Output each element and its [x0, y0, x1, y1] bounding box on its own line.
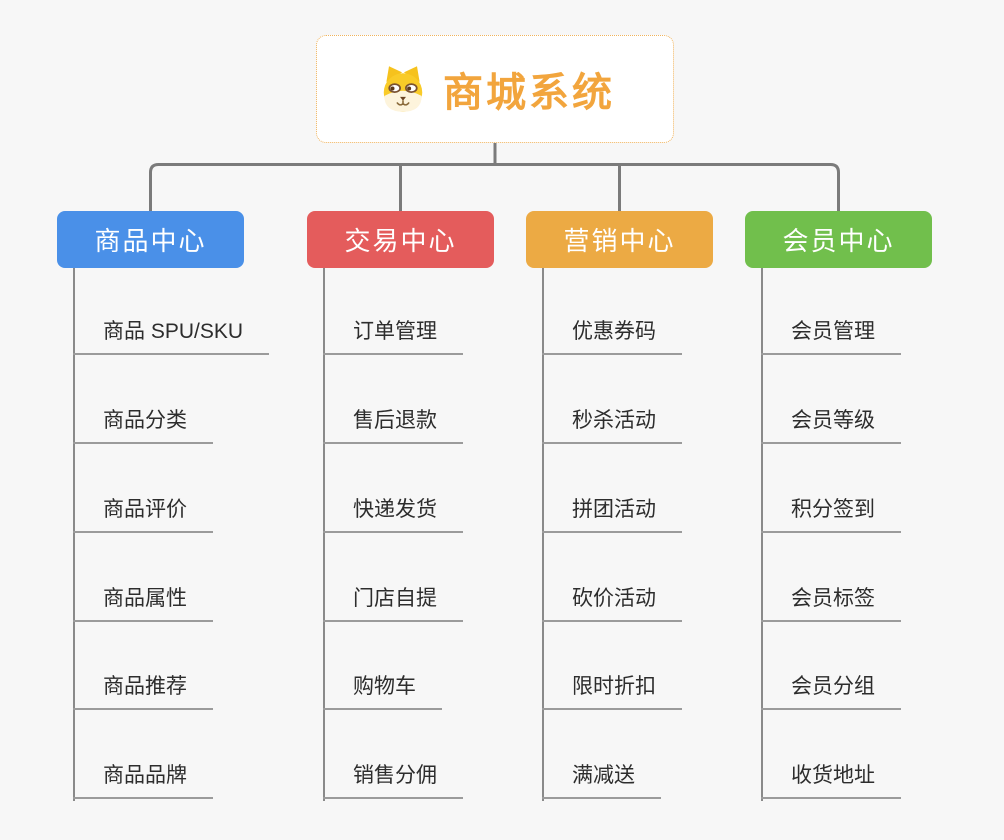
branch-header-marketing[interactable]: 营销中心 — [526, 211, 713, 268]
branch-item[interactable]: 快递发货 — [323, 495, 463, 533]
branch-header-member[interactable]: 会员中心 — [745, 211, 932, 268]
branch-header-label: 交易中心 — [344, 226, 457, 256]
root-title: 商城系统 — [443, 71, 615, 115]
branch-item[interactable]: 拼团活动 — [542, 495, 682, 533]
branch-item[interactable]: 会员标签 — [761, 584, 901, 622]
branch-item[interactable]: 销售分佣 — [323, 761, 463, 799]
branch-item[interactable]: 限时折扣 — [542, 672, 682, 710]
branch-header-label: 会员中心 — [782, 226, 895, 256]
branch-item[interactable]: 商品品牌 — [73, 761, 213, 799]
branch-item[interactable]: 秒杀活动 — [542, 406, 682, 444]
branch-item[interactable]: 优惠券码 — [542, 317, 682, 355]
branch-item[interactable]: 收货地址 — [761, 761, 901, 799]
main-bracket-line — [149, 163, 840, 211]
branch-header-trade[interactable]: 交易中心 — [307, 211, 494, 268]
branch-item[interactable]: 订单管理 — [323, 317, 463, 355]
branch-item[interactable]: 商品推荐 — [73, 672, 213, 710]
branch-item[interactable]: 商品属性 — [73, 584, 213, 622]
branch-item[interactable]: 砍价活动 — [542, 584, 682, 622]
branch-item[interactable]: 商品分类 — [73, 406, 213, 444]
branch-item[interactable]: 门店自提 — [323, 584, 463, 622]
branch-item[interactable]: 商品评价 — [73, 495, 213, 533]
branch-item[interactable]: 商品 SPU/SKU — [73, 317, 270, 355]
branch-item[interactable]: 会员分组 — [761, 672, 901, 710]
branch-item[interactable]: 会员等级 — [761, 406, 901, 444]
branch-item[interactable]: 积分签到 — [761, 495, 901, 533]
branch-header-product[interactable]: 商品中心 — [57, 211, 244, 268]
doge-icon — [383, 66, 423, 112]
branch-item[interactable]: 售后退款 — [323, 406, 463, 444]
branch-column-trade: 订单管理售后退款快递发货门店自提购物车销售分佣 — [323, 268, 543, 801]
branch-header-label: 商品中心 — [94, 226, 207, 256]
branch-item[interactable]: 满减送 — [542, 761, 661, 799]
branch-column-marketing: 优惠券码秒杀活动拼团活动砍价活动限时折扣满减送 — [542, 268, 762, 801]
branch-item[interactable]: 会员管理 — [761, 317, 901, 355]
root-node[interactable]: 商城系统 — [316, 35, 674, 143]
branch-item[interactable]: 购物车 — [323, 672, 442, 710]
branch-column-member: 会员管理会员等级积分签到会员标签会员分组收货地址 — [761, 268, 981, 801]
branch-header-label: 营销中心 — [563, 226, 676, 256]
branch-column-product: 商品 SPU/SKU 商品分类商品评价商品属性商品推荐商品品牌 — [73, 268, 293, 801]
